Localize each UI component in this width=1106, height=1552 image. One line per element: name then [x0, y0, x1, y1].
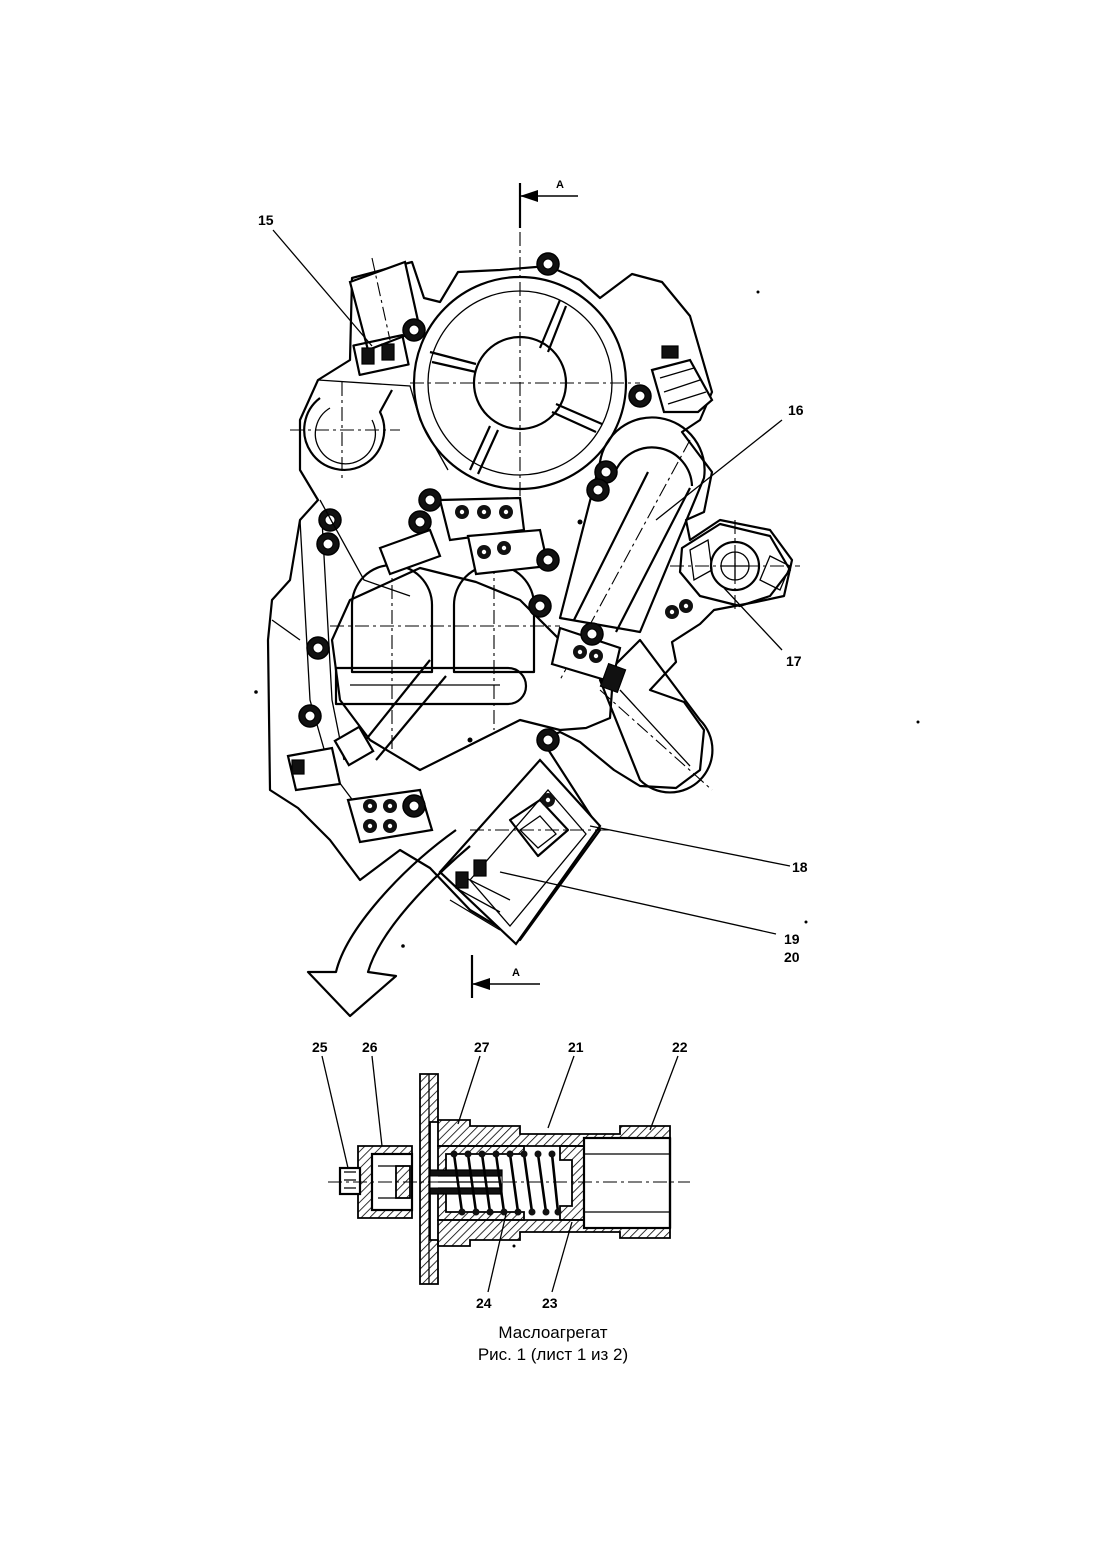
label-15: 15: [258, 212, 274, 228]
housing-edge: [299, 519, 361, 811]
section-marker-top: A: [518, 179, 578, 228]
label-20: 20: [784, 949, 800, 965]
label-17: 17: [786, 653, 802, 669]
housing-edge: [271, 619, 301, 641]
figure-title: Маслоагрегат: [498, 1323, 608, 1342]
label-16: 16: [788, 402, 804, 418]
label-26: 26: [362, 1039, 378, 1055]
fitting-15: [348, 257, 426, 376]
label-22: 22: [672, 1039, 688, 1055]
housing-outline: [266, 260, 794, 942]
section-view: 25 26 27 21 22 24 23: [312, 1039, 690, 1311]
figure-subtitle: Рис. 1 (лист 1 из 2): [477, 1345, 629, 1364]
label-27: 27: [474, 1039, 490, 1055]
left-fittings: [286, 499, 411, 792]
section-marker-bottom: A: [470, 955, 540, 998]
clamp-bracket: [550, 622, 627, 694]
section-letter-top: A: [556, 179, 564, 191]
view-arrow: [306, 829, 471, 1018]
left-boss: [290, 382, 400, 480]
central-pin-block: [378, 488, 560, 752]
label-25: 25: [312, 1039, 328, 1055]
tube-16: [558, 416, 706, 681]
upper-view: A: [254, 179, 920, 1018]
label-18: 18: [792, 859, 808, 875]
top-right-fitting: [536, 252, 714, 414]
top-bore: [410, 232, 640, 500]
label-21: 21: [568, 1039, 584, 1055]
spring: [452, 1153, 560, 1213]
label-24: 24: [476, 1295, 492, 1311]
lower-arm: [598, 638, 714, 794]
valve-block-18: [438, 758, 610, 946]
flange-17: [665, 520, 800, 619]
section-letter-bottom: A: [512, 967, 520, 979]
label-19: 19: [784, 931, 800, 947]
label-23: 23: [542, 1295, 558, 1311]
bottom-left-block: [346, 788, 434, 844]
